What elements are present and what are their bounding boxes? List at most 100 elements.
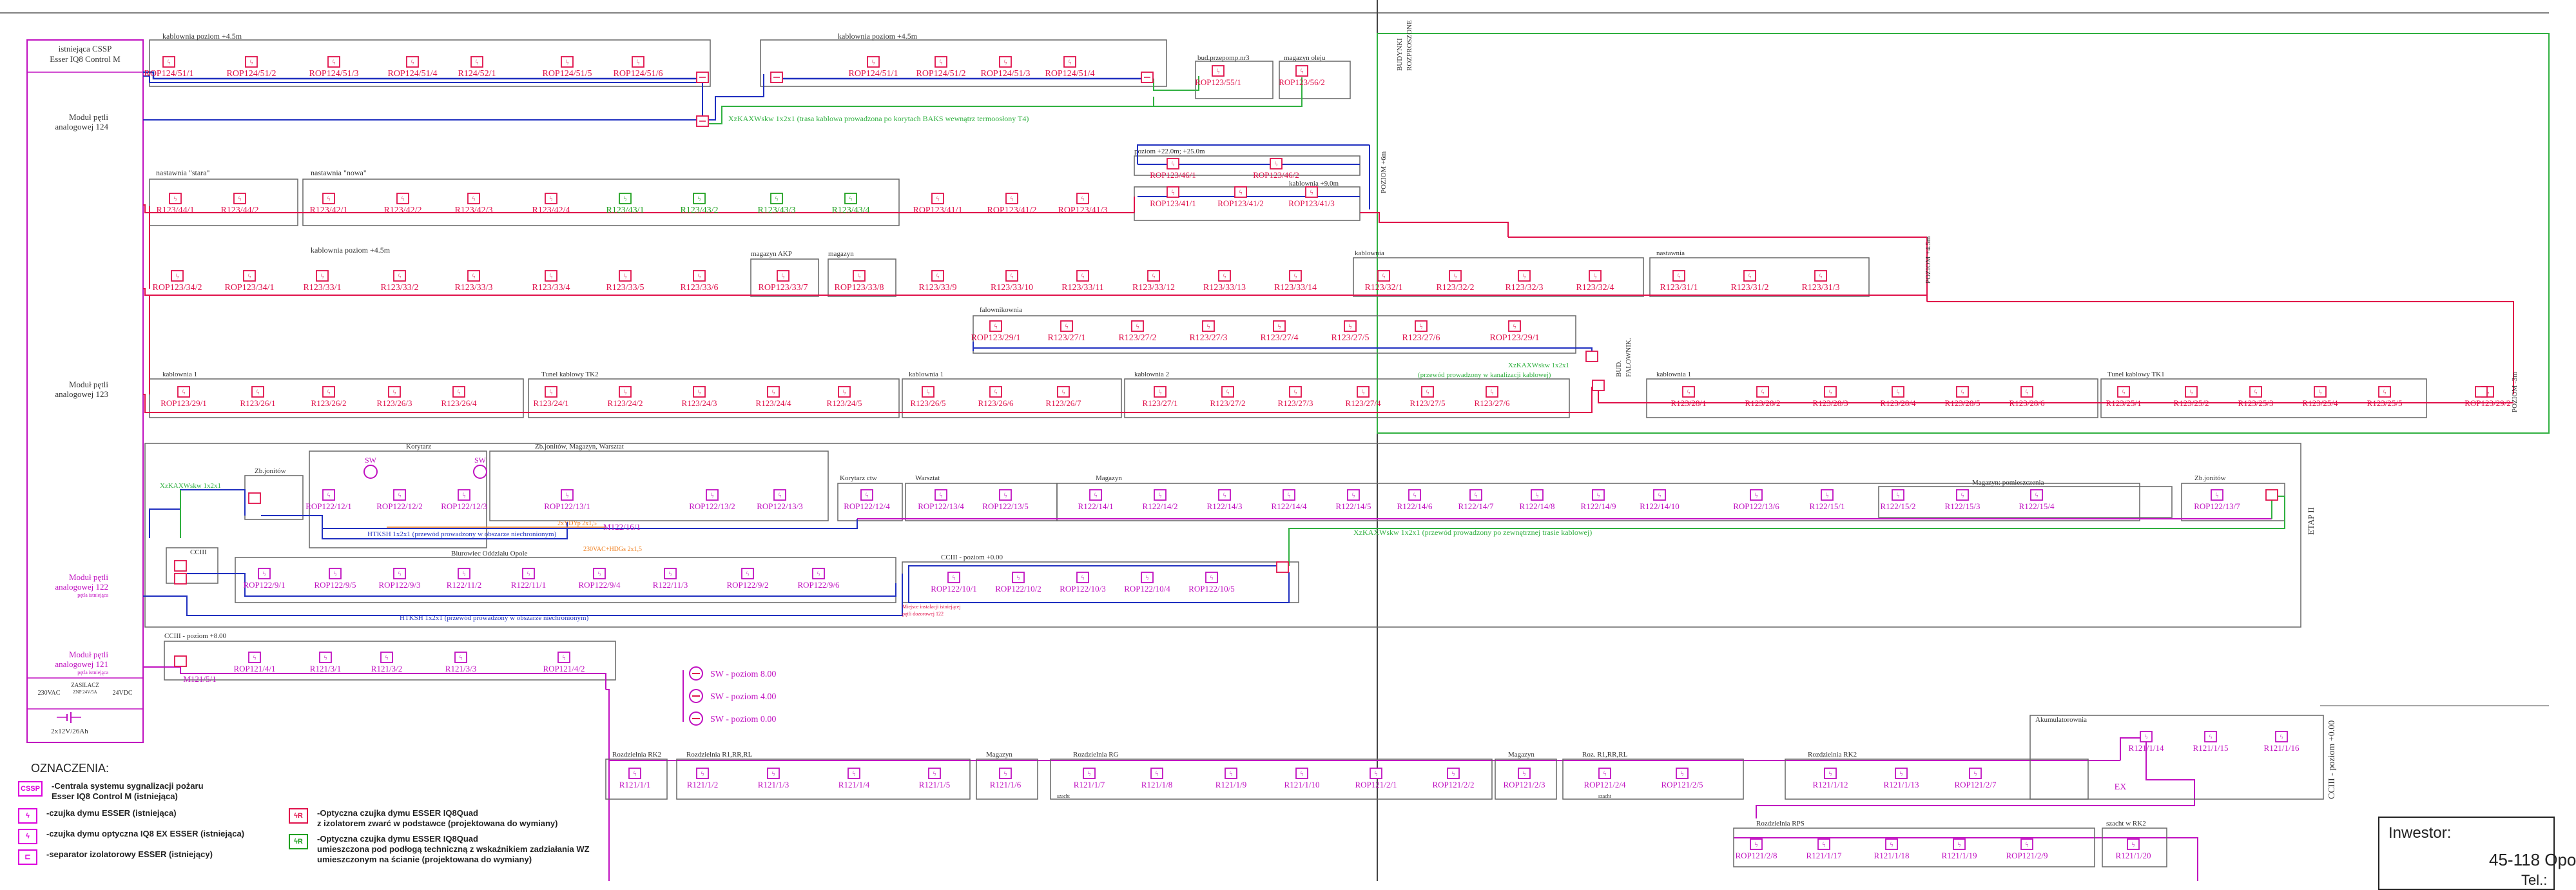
detector-body <box>1672 270 1685 282</box>
device-label: R124/52/1 <box>458 69 496 79</box>
smoke-detector-icon: ϟ <box>257 389 260 396</box>
cable-230vac: 230VAC+HDGs 2x1,5 <box>583 546 642 553</box>
detector-body <box>1469 489 1482 501</box>
detector-body <box>1347 489 1360 501</box>
loop122-label-1: Moduł pętli <box>69 572 108 582</box>
separator-icon <box>1585 351 1598 362</box>
zone-ccii-poziom0: CCIII - poziom +0.00 <box>941 554 1003 561</box>
device-label: R123/24/5 <box>827 398 862 408</box>
legend: OZNACZENIA: CSSP -Centrala systemu sygna… <box>18 762 598 865</box>
detector-body <box>233 193 246 204</box>
detector-body <box>696 768 709 779</box>
device-label: R121/1/3 <box>758 780 789 789</box>
device-label: R121/3/3 <box>445 664 476 673</box>
zone-tunel-tk1: Tunel kablowy TK1 <box>2107 371 2165 378</box>
zone-biurowiec: Biurowiec Oddziału Opole <box>451 550 528 557</box>
smoke-detector-icon: ϟ <box>2026 841 2029 849</box>
zone-rozdz-rps: Rozdzielnia RPS <box>1756 820 1805 827</box>
device-label: ROP123/41/1 <box>913 206 962 215</box>
loop121-label-3: pętla istniejąca <box>77 670 108 675</box>
detector-body <box>2127 838 2140 850</box>
detector-body <box>1005 270 1018 282</box>
smoke-detector-icon: ϟ <box>624 389 627 396</box>
detector-body <box>1205 572 1218 583</box>
smoke-detector-icon: ϟ <box>1172 189 1175 197</box>
smoke-detector-icon: ϟ <box>1004 59 1007 66</box>
detector-body <box>380 652 393 663</box>
cable-xzkax-falownik-2: (przewód prowadzony w kanalizacji kablow… <box>1418 371 1551 379</box>
legend-text: -Optyczna czujka dymu ESSER IQ8Quad <box>317 808 478 818</box>
zone-etap2: ETAP II <box>2306 507 2316 535</box>
detector-body <box>989 386 1002 398</box>
zone-kablownia1-a: kablownia 1 <box>162 371 197 378</box>
device-label: R121/3/1 <box>310 664 341 673</box>
device-label: ROP124/51/4 <box>1045 69 1094 79</box>
device-label: R123/31/3 <box>1801 283 1839 293</box>
detector-body <box>1895 768 1908 779</box>
device-label: R123/33/9 <box>918 283 956 293</box>
smoke-detector-icon: ϟ <box>2216 492 2219 499</box>
detector-body <box>522 568 535 579</box>
legend-item-separator: ⊏ -separator izolatorowy ESSER (istnieją… <box>18 849 213 865</box>
detector-body <box>2020 838 2033 850</box>
module-label: M122/16/1 <box>603 522 641 532</box>
smoke-detector-icon: ϟ <box>872 59 875 66</box>
smoke-detector-icon: ϟ <box>1603 770 1607 778</box>
detector-body <box>693 386 706 398</box>
smoke-detector-icon: ϟ <box>18 808 37 824</box>
detector-body <box>999 489 1012 501</box>
smoke-detector-icon: ϟ <box>1658 492 1661 499</box>
separator-icon <box>248 492 261 504</box>
zone-korytarz: Korytarz <box>406 443 431 450</box>
smoke-detector-icon: ϟ <box>250 59 253 66</box>
smoke-detector-icon: ϟ <box>321 273 324 280</box>
device-label: ROP121/2/8 <box>1735 851 1777 860</box>
device-label: R122/15/2 <box>1881 501 1916 511</box>
detector-body <box>1824 768 1837 779</box>
panel-title-line2: Esser IQ8 Control M <box>50 54 121 64</box>
smoke-detector-icon: ϟ <box>458 389 461 396</box>
legend-item-cssp: CSSP -Centrala systemu sygnalizacji poża… <box>18 781 204 802</box>
smoke-detector-icon: ϟ <box>168 59 171 66</box>
detector-body <box>458 489 470 501</box>
sw-level-label: SW - poziom 8.00 <box>710 670 776 679</box>
separator-icon <box>2475 386 2488 398</box>
smoke-detector-icon: ϟ <box>1172 160 1175 168</box>
smoke-detector-icon: ϟ <box>817 570 820 578</box>
zone-akumulatorownia: Akumulatorownia <box>2035 716 2087 724</box>
detector-body <box>406 56 419 68</box>
investor-phone: Tel.: <box>2521 872 2548 888</box>
detector-body <box>2030 489 2043 501</box>
battery-label: 2x12V/26Ah <box>51 728 88 735</box>
smoke-detector-icon: ϟ <box>1475 492 1478 499</box>
detector-body <box>248 652 261 663</box>
smoke-detector-icon: ϟ <box>2486 389 2490 396</box>
detector-body <box>393 270 406 282</box>
smoke-detector-icon: ϟ <box>1017 574 1020 582</box>
device-label: R121/1/17 <box>1806 851 1842 860</box>
detector-body <box>1756 386 1769 398</box>
